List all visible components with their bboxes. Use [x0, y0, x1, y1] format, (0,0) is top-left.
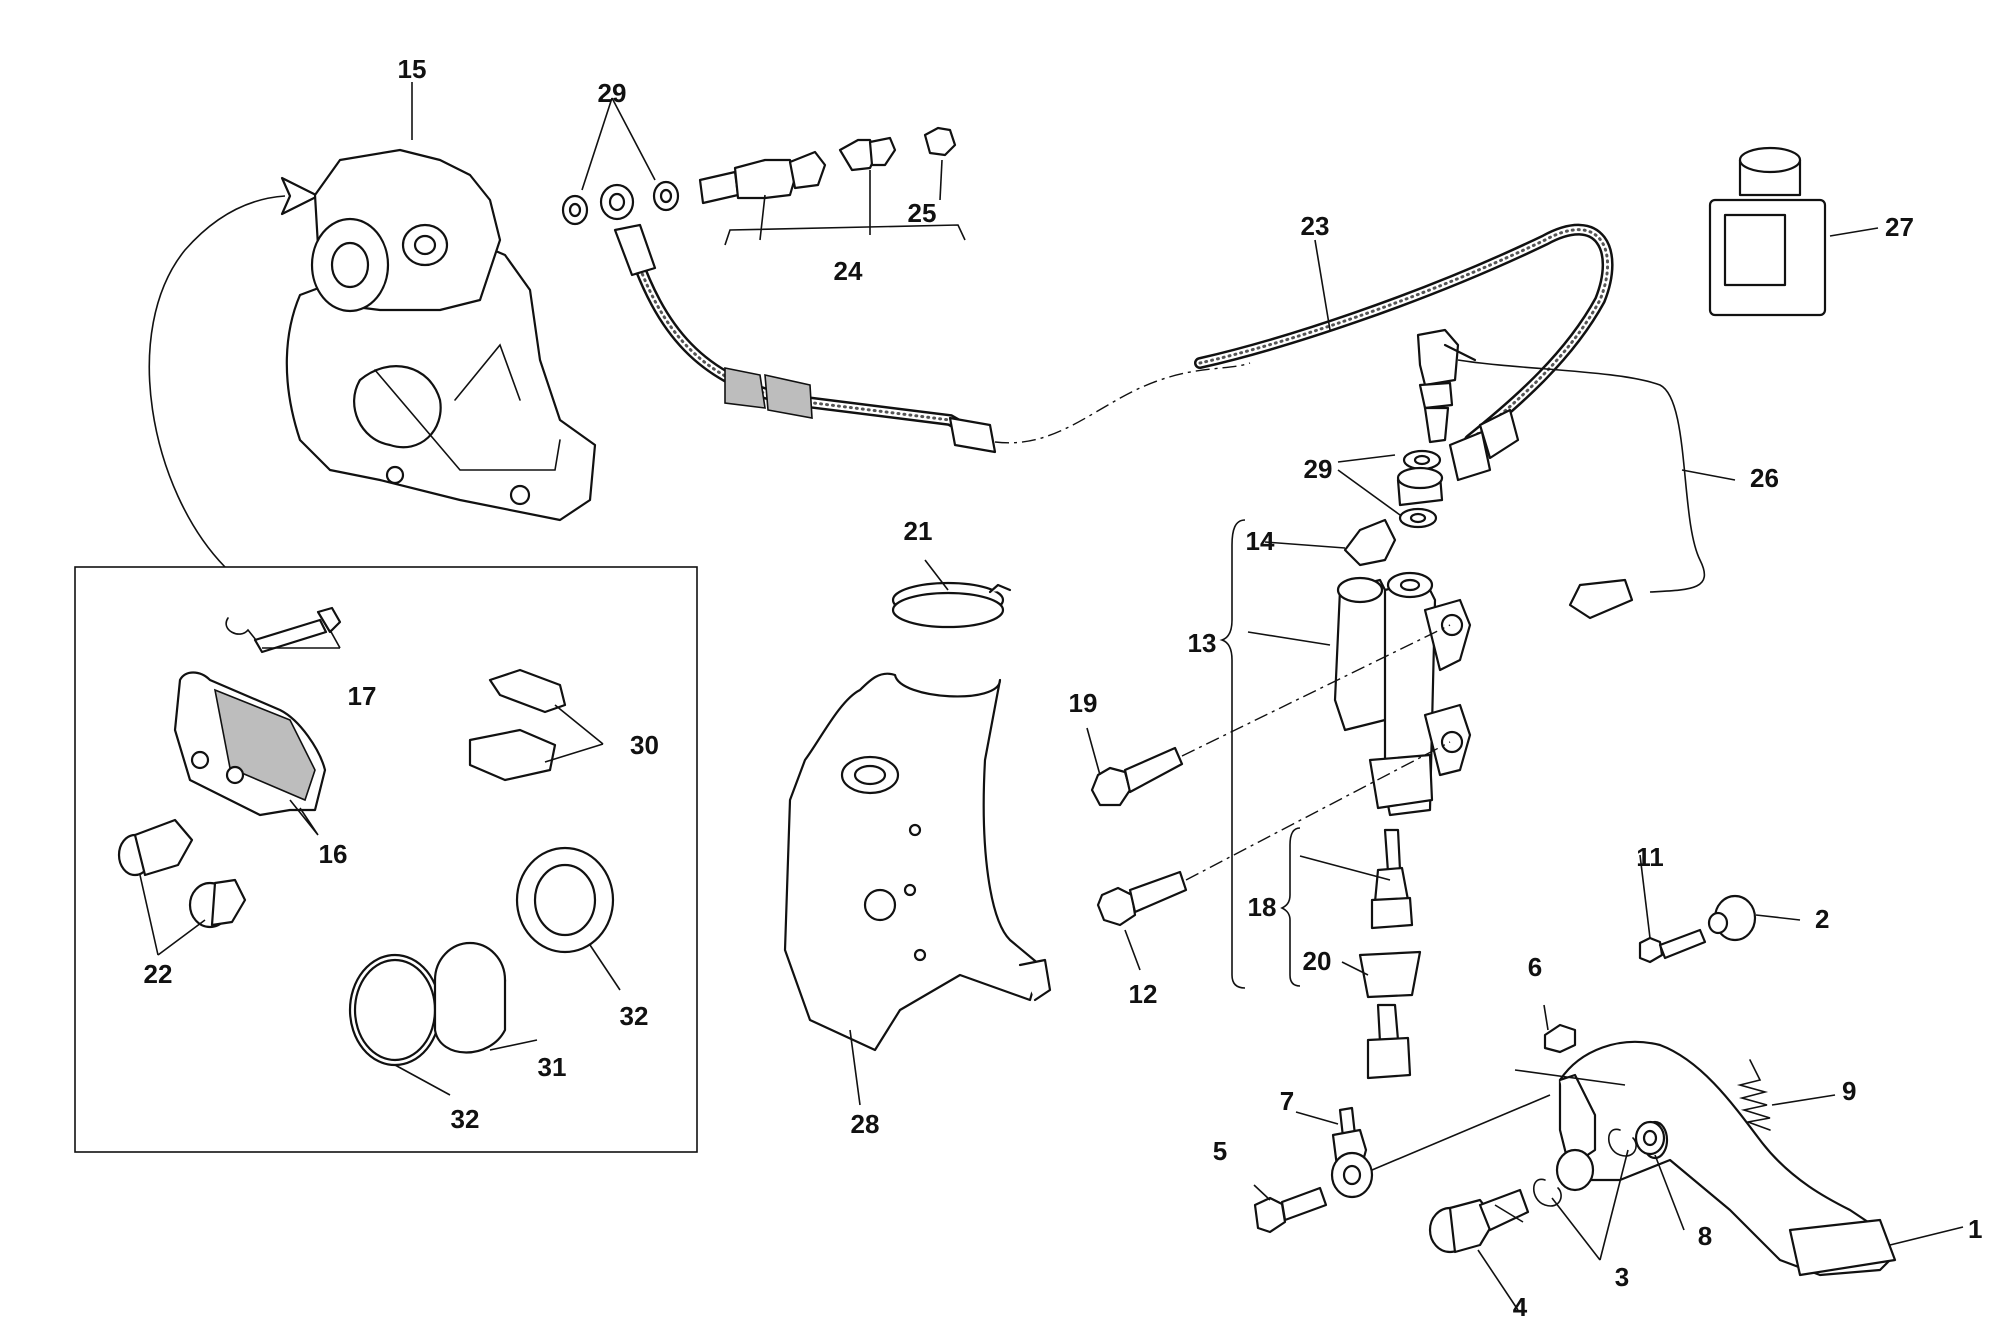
callout-3: 3: [1615, 1262, 1629, 1292]
callout-32-right: 32: [620, 1001, 649, 1031]
pushrod-assembly: [1358, 828, 1422, 1080]
callout-9: 9: [1842, 1076, 1856, 1106]
callout-27: 27: [1885, 212, 1914, 242]
callout-29-left: 29: [598, 78, 627, 108]
callout-2: 2: [1815, 904, 1829, 934]
callout-labels: 1 2 3 4 5 6 7 8 9 11 12 13 14 15 16 17 1…: [144, 54, 1983, 1321]
callout-12: 12: [1129, 979, 1158, 1009]
brake-pedal-assembly: [1253, 894, 1897, 1277]
callout-32-left: 32: [451, 1104, 480, 1134]
inset-arrow: [148, 195, 286, 568]
mounting-bolts: [1090, 624, 1451, 927]
inset-box: [74, 566, 698, 1153]
leader-lines: [139, 82, 1964, 1311]
group-brace-13: [1219, 519, 1246, 989]
callout-25: 25: [908, 198, 937, 228]
callout-21: 21: [904, 516, 933, 546]
callout-28: 28: [851, 1109, 880, 1139]
callout-24: 24: [834, 256, 863, 286]
master-cylinder-banjo: [1396, 449, 1444, 529]
callout-17: 17: [348, 681, 377, 711]
callout-7: 7: [1280, 1086, 1294, 1116]
callout-8: 8: [1698, 1221, 1712, 1251]
group-brace-18: [1280, 827, 1301, 987]
inset-arrowhead: [280, 176, 320, 216]
callout-22: 22: [144, 959, 173, 989]
callout-15: 15: [398, 54, 427, 84]
callout-1: 1: [1968, 1214, 1982, 1244]
brake-light-switch: [1416, 328, 1706, 620]
callout-6: 6: [1528, 952, 1542, 982]
callout-30: 30: [630, 730, 659, 760]
brake-fluid-bottle: [1708, 146, 1827, 317]
callout-14: 14: [1246, 526, 1275, 556]
brake-caliper: [285, 148, 597, 522]
callout-31: 31: [538, 1052, 567, 1082]
callout-23: 23: [1301, 211, 1330, 241]
callout-11: 11: [1636, 842, 1664, 872]
callout-20: 20: [1303, 946, 1332, 976]
callout-4: 4: [1513, 1292, 1528, 1321]
callout-5: 5: [1213, 1136, 1227, 1166]
callout-16: 16: [319, 839, 348, 869]
callout-13: 13: [1188, 628, 1217, 658]
inset-parts: [117, 606, 615, 1067]
master-cylinder: [1333, 518, 1472, 817]
callout-19: 19: [1069, 688, 1098, 718]
callout-26: 26: [1750, 463, 1779, 493]
brake-hose: [613, 223, 1614, 482]
caliper-banjo-fittings: [561, 126, 957, 226]
callout-18: 18: [1248, 892, 1277, 922]
callout-29-right: 29: [1304, 454, 1333, 484]
reservoir-bracket: [783, 581, 1052, 1052]
